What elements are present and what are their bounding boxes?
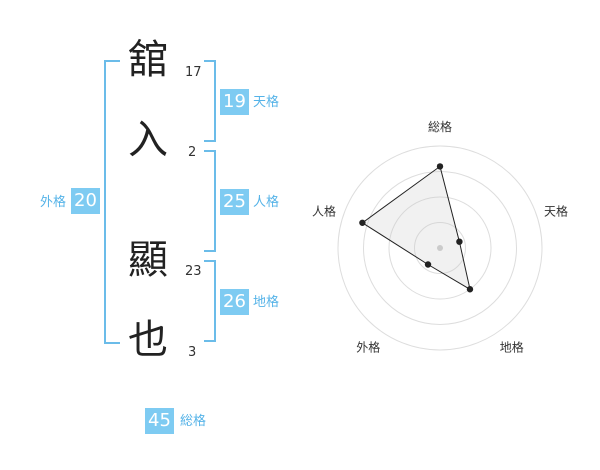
soukaku-label: 総格	[180, 414, 207, 429]
radar-point-5	[359, 219, 366, 226]
radar-point-4	[424, 261, 432, 268]
name-char-4: 也	[128, 317, 168, 363]
stroke-count-1: 17	[185, 65, 202, 80]
stroke-count-4: 3	[188, 345, 197, 360]
jinkaku-badge: 25	[220, 189, 249, 215]
tenkaku-label: 天格	[253, 95, 280, 110]
stroke-count-3: 23	[185, 264, 202, 279]
radar-ring	[363, 171, 517, 325]
name-char-1: 舘	[128, 37, 168, 83]
chikaku-badge: 26	[220, 289, 249, 315]
gaikaku-badge: 20	[71, 188, 100, 214]
radar-polygon	[361, 165, 471, 291]
radar-ring	[414, 222, 466, 274]
radar-ring	[388, 196, 492, 300]
chikaku-label: 地格	[253, 295, 280, 310]
chikaku-bracket	[204, 260, 216, 342]
radar-center	[437, 245, 443, 251]
outer-bracket	[104, 60, 120, 344]
radar-axis-label-1: 総格	[428, 119, 452, 134]
tenkaku-bracket	[204, 60, 216, 142]
radar-point-3	[466, 286, 474, 293]
jinkaku-label: 人格	[253, 195, 280, 210]
name-char-2: 入	[128, 117, 168, 163]
tenkaku-badge: 19	[220, 89, 249, 115]
radar-axis-label-2: 天格	[544, 203, 568, 218]
stroke-count-2: 2	[188, 145, 197, 160]
name-char-3: 顯	[128, 237, 168, 283]
jinkaku-bracket	[204, 150, 216, 252]
gaikaku-label: 外格	[40, 195, 67, 210]
radar-axis-label-4: 外格	[356, 340, 380, 355]
soukaku-badge: 45	[145, 408, 174, 434]
radar-point-2	[456, 238, 463, 245]
radar-point-1	[436, 163, 444, 170]
radar-axis-label-5: 人格	[312, 203, 336, 218]
radar-axis-label-3: 地格	[500, 340, 524, 355]
radar-ring	[337, 145, 543, 351]
